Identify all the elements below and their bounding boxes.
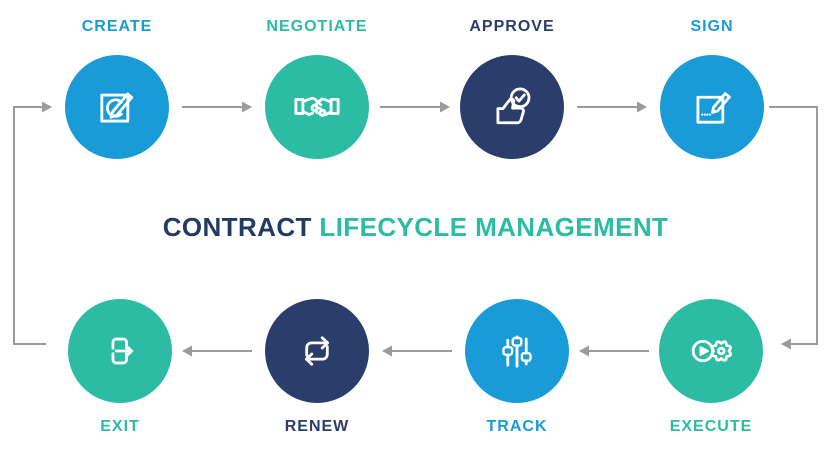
step-track: TRACK [437,299,597,436]
step-negotiate-circle [265,55,369,159]
step-create-circle [65,55,169,159]
step-approve-circle [460,55,564,159]
play-gear-icon [691,339,732,363]
arrow-heads [42,101,791,357]
step-renew-label: RENEW [284,418,350,435]
arrowhead [382,345,392,357]
step-execute: EXECUTE [631,299,791,436]
step-create-label: CREATE [81,18,153,35]
arrow-exit-create-loop [13,106,46,345]
step-execute-circle [659,299,763,403]
step-exit-circle [68,299,172,403]
step-sign: SIGN [632,17,792,159]
step-approve: APPROVE [432,17,592,159]
step-approve-label: APPROVE [469,18,555,35]
step-negotiate: NEGOTIATE [237,17,397,159]
arrowhead [182,345,192,357]
step-execute-label: EXECUTE [669,418,753,435]
arrowhead [637,101,647,113]
arrow-lines [13,106,818,352]
arrowhead [781,338,791,350]
handshake-icon [294,96,340,117]
step-exit-label: EXIT [100,418,140,435]
step-track-label: TRACK [486,418,548,435]
diagram-title: CONTRACT LIFECYCLE MANAGEMENT [0,212,831,243]
arrow-sign-execute-loop [769,106,818,345]
document-edit-icon [100,92,134,123]
step-exit: EXIT [40,299,200,436]
arrowhead [42,101,52,113]
sign-pencil-icon [696,92,731,124]
sliders-icon [502,335,532,368]
step-create: CREATE [37,17,197,159]
step-track-circle [465,299,569,403]
thumbs-up-check-icon [496,87,531,125]
step-negotiate-label: NEGOTIATE [266,18,368,35]
step-sign-circle [660,55,764,159]
title-contract: CONTRACT [162,212,312,242]
step-renew: RENEW [237,299,397,436]
arrowhead [579,345,589,357]
arrowhead [440,101,450,113]
logout-icon [111,337,134,365]
title-lifecycle-management: LIFECYCLE MANAGEMENT [319,212,669,242]
arrowhead [242,101,252,113]
step-sign-label: SIGN [690,18,734,35]
repeat-icon [304,336,330,366]
step-renew-circle [265,299,369,403]
